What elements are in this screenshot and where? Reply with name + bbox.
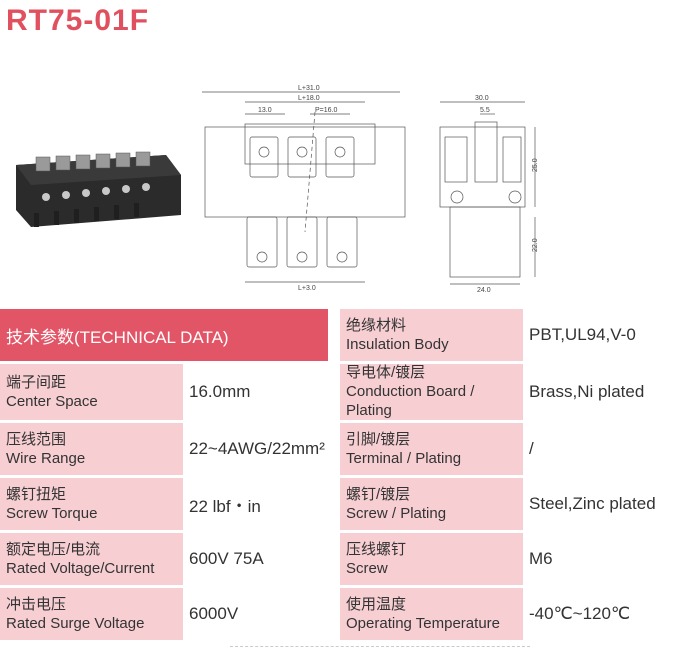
row-label: 绝缘材料 Insulation Body xyxy=(340,309,524,361)
row-value: Steel,Zinc plated xyxy=(523,478,700,530)
row-value: 600V 75A xyxy=(183,533,329,585)
dim-pitch: P=16.0 xyxy=(315,107,337,114)
row-value: M6 xyxy=(523,533,700,585)
row-value: 6000V xyxy=(183,588,329,640)
row-value: -40℃~120℃ xyxy=(523,588,700,640)
technical-data-table: 技术参数(TECHNICAL DATA) 绝缘材料 Insulation Bod… xyxy=(0,306,700,643)
technical-drawing: L+31.0 L+18.0 13.0 P=16.0 L+3.0 30.0 5.5… xyxy=(202,85,539,294)
row-value: / xyxy=(523,423,700,475)
dim-22: 22.0 xyxy=(532,238,539,252)
dim-l31: L+31.0 xyxy=(298,85,320,92)
table-header: 技术参数(TECHNICAL DATA) xyxy=(0,309,329,361)
dim-25: 25.0 xyxy=(532,158,539,172)
dim-5-5: 5.5 xyxy=(480,107,490,114)
dim-30: 30.0 xyxy=(475,95,489,102)
dim-l18: L+18.0 xyxy=(298,95,320,102)
row-value: 22 lbf・in xyxy=(183,478,329,530)
row-value: Brass,Ni plated xyxy=(523,364,700,420)
product-photo xyxy=(16,151,181,227)
table-row: 技术参数(TECHNICAL DATA) 绝缘材料 Insulation Bod… xyxy=(0,309,700,361)
product-title: RT75-01F xyxy=(6,4,150,37)
cropped-text-fragment xyxy=(230,646,530,653)
row-value: PBT,UL94,V-0 xyxy=(523,309,700,361)
dim-24: 24.0 xyxy=(477,287,491,294)
row-value: 16.0mm xyxy=(183,364,329,420)
dim-13: 13.0 xyxy=(258,107,272,114)
row-value: 22~4AWG/22mm² xyxy=(183,423,329,475)
dim-l3: L+3.0 xyxy=(298,285,316,292)
